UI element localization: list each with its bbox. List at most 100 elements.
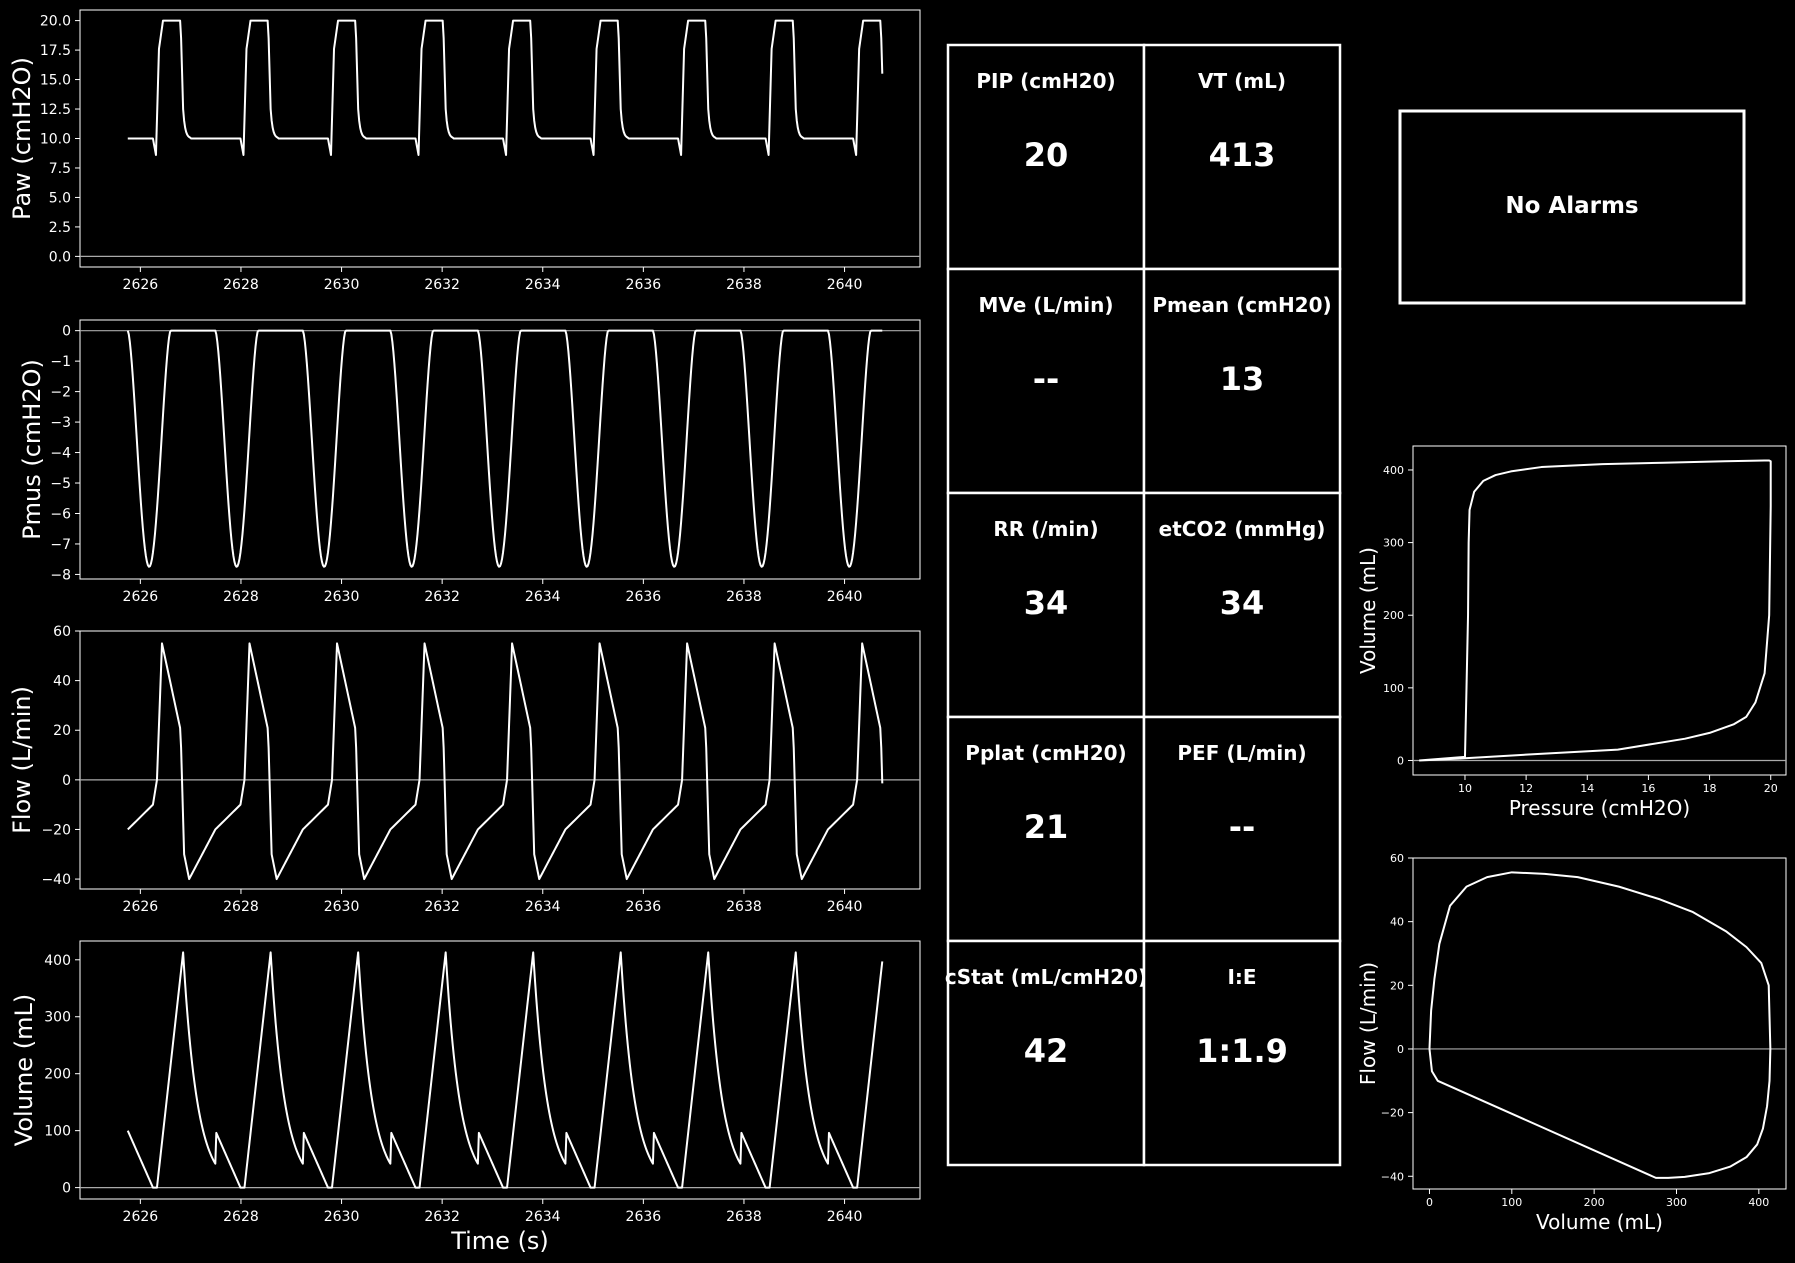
x-tick-label: 2634	[525, 589, 561, 605]
fv-loop-series-line	[1428, 871, 1772, 1179]
metric-cell-border	[1142, 267, 1342, 495]
volume-series-line	[126, 951, 884, 1189]
metric-label: etCO2 (mmHg)	[1159, 517, 1326, 541]
x-tick-label: 2640	[827, 899, 863, 915]
x-tick-label: 2626	[123, 1209, 159, 1225]
metric-cell: MVe (L/min)--	[946, 267, 1146, 495]
y-tick-label: 100	[44, 1124, 71, 1140]
volume-frame	[79, 940, 921, 1200]
y-tick-label: 10.0	[40, 132, 71, 148]
metric-value: 34	[1024, 584, 1069, 622]
metric-value: --	[1033, 360, 1060, 398]
x-tick-label: 2638	[726, 277, 762, 293]
x-tick-label: 14	[1580, 782, 1594, 795]
y-tick-label: −20	[1381, 1107, 1404, 1120]
x-tick-label: 16	[1641, 782, 1655, 795]
y-axis-label: Pmus (cmH2O)	[18, 359, 46, 540]
x-tick-label: 20	[1764, 782, 1778, 795]
y-tick-label: −40	[41, 872, 71, 888]
y-tick-label: −7	[50, 537, 71, 553]
alarm-box	[1398, 109, 1746, 305]
flow-series-line	[127, 642, 884, 881]
y-tick-label: −40	[1381, 1170, 1404, 1183]
x-tick-label: 2632	[424, 1209, 460, 1225]
y-tick-label: 20	[53, 723, 71, 739]
y-tick-label: 400	[44, 953, 71, 969]
y-tick-label: 0	[62, 324, 71, 340]
y-tick-label: −2	[50, 385, 71, 401]
x-tick-label: 2636	[626, 899, 662, 915]
metric-cell-border	[1142, 491, 1342, 719]
y-axis-label: Volume (mL)	[10, 994, 38, 1146]
metric-cell: cStat (mL/cmH20)42	[945, 939, 1147, 1167]
metric-value: 20	[1024, 136, 1069, 174]
metric-label: PEF (L/min)	[1177, 741, 1306, 765]
x-tick-label: 100	[1501, 1196, 1522, 1209]
metric-cell: Pplat (cmH20)21	[946, 715, 1146, 943]
x-tick-label: 2632	[424, 589, 460, 605]
y-tick-label: −4	[50, 446, 71, 462]
y-tick-label: 5.0	[49, 190, 71, 206]
metric-value: 42	[1024, 1032, 1069, 1070]
y-tick-label: 0	[62, 1181, 71, 1197]
y-tick-label: 400	[1383, 464, 1404, 477]
flow-frame	[79, 630, 921, 890]
metric-cell-border	[1142, 43, 1342, 271]
y-tick-label: 0	[62, 773, 71, 789]
y-tick-label: 2.5	[49, 220, 71, 236]
y-axis-label: Paw (cmH2O)	[8, 57, 36, 220]
x-tick-label: 2626	[123, 899, 159, 915]
metric-label: Pmean (cmH20)	[1152, 293, 1331, 317]
metric-value: 13	[1220, 360, 1265, 398]
y-tick-label: 17.5	[40, 43, 71, 59]
x-tick-label: 2638	[726, 589, 762, 605]
x-axis-label: Volume (mL)	[1536, 1210, 1663, 1234]
metric-label: Pplat (cmH20)	[965, 741, 1126, 765]
x-axis-label: Pressure (cmH2O)	[1509, 796, 1690, 820]
x-tick-label: 2628	[223, 899, 259, 915]
metric-cell-border	[1142, 715, 1342, 943]
metric-value: --	[1229, 808, 1256, 846]
y-tick-label: −3	[50, 415, 71, 431]
y-tick-label: 60	[1390, 852, 1404, 865]
x-axis-label: Time (s)	[450, 1227, 549, 1255]
x-tick-label: 10	[1458, 782, 1472, 795]
x-tick-label: 2636	[626, 589, 662, 605]
metric-cell-border	[946, 939, 1146, 1167]
x-tick-label: 2636	[626, 277, 662, 293]
y-tick-label: −20	[41, 822, 71, 838]
paw-series-line	[127, 19, 884, 156]
x-tick-label: 400	[1748, 1196, 1769, 1209]
y-tick-label: 60	[53, 624, 71, 640]
x-tick-label: 0	[1426, 1196, 1433, 1209]
y-tick-label: 0.0	[49, 249, 71, 265]
x-tick-label: 300	[1666, 1196, 1687, 1209]
metric-cell: PEF (L/min) --	[1142, 715, 1342, 943]
metric-cell: PIP (cmH20)20	[946, 43, 1146, 271]
y-tick-label: 40	[53, 674, 71, 690]
y-tick-label: 0	[1397, 1043, 1404, 1056]
y-axis-label: Flow (L/min)	[8, 686, 36, 834]
alarm-panel: No Alarms	[1398, 109, 1746, 305]
x-tick-label: 2638	[726, 899, 762, 915]
x-tick-label: 12	[1519, 782, 1533, 795]
metric-cell-border	[1142, 939, 1342, 1167]
y-axis-label: Volume (mL)	[1356, 547, 1380, 674]
x-tick-label: 2630	[324, 1209, 360, 1225]
x-tick-label: 2640	[827, 277, 863, 293]
alarm-status-text: No Alarms	[1505, 193, 1638, 219]
y-tick-label: −6	[50, 506, 71, 522]
metric-label: I:E	[1227, 965, 1256, 989]
y-tick-label: 15.0	[40, 73, 71, 89]
metric-cell-border	[946, 267, 1146, 495]
metric-label: VT (mL)	[1198, 69, 1286, 93]
y-tick-label: 300	[1383, 537, 1404, 550]
y-tick-label: −8	[50, 567, 71, 583]
x-tick-label: 2630	[324, 899, 360, 915]
